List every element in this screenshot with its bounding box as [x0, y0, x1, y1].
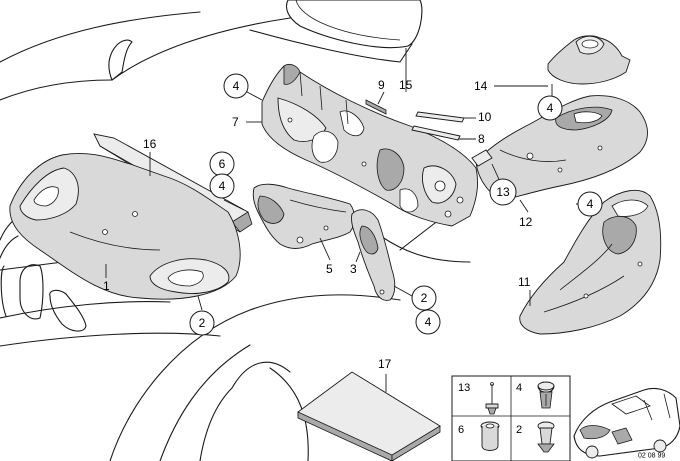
callout-8: 8 — [478, 132, 485, 146]
callout-1: 1 — [103, 279, 110, 293]
callout-9: 9 — [378, 78, 385, 92]
part-12-insulation — [471, 95, 648, 201]
callout-17: 17 — [378, 357, 392, 371]
legend-label-2: 2 — [516, 424, 522, 436]
part-5-insulation — [252, 183, 355, 249]
callout-15: 15 — [399, 78, 413, 92]
svg-text:6: 6 — [219, 157, 226, 171]
vehicle-location-icon — [573, 387, 680, 459]
callout-6: 6 — [209, 151, 235, 177]
part-11-insulation — [519, 189, 662, 335]
part-17-mat — [297, 371, 441, 461]
push-clip-icon — [537, 421, 555, 453]
callout-4-mid: 4 — [209, 173, 235, 199]
part-3-insulation — [351, 209, 396, 301]
callout-10: 10 — [478, 110, 492, 124]
spacer-sleeve-icon — [480, 421, 500, 451]
svg-text:2: 2 — [199, 316, 206, 330]
callout-4-center: 4 — [415, 309, 441, 335]
callout-5: 5 — [326, 262, 333, 276]
svg-text:2: 2 — [421, 291, 428, 305]
expanding-rivet-icon — [537, 381, 555, 409]
legend-label-6: 6 — [458, 424, 464, 436]
legend-label-4: 4 — [516, 382, 522, 394]
svg-text:4: 4 — [233, 79, 240, 93]
callout-4-top: 4 — [223, 73, 249, 99]
legend-label-13: 13 — [458, 382, 470, 394]
part-15-panel — [285, 0, 423, 49]
callout-16: 16 — [143, 137, 157, 151]
svg-text:4: 4 — [547, 101, 554, 115]
diagram-code: 02 08 99 — [638, 453, 665, 460]
callout-2-left: 2 — [189, 310, 215, 336]
svg-text:4: 4 — [587, 197, 594, 211]
part-7-bulkhead — [261, 64, 479, 227]
leader-lines — [105, 48, 598, 392]
callout-4-right-top: 4 — [537, 95, 563, 121]
callout-12: 12 — [519, 215, 533, 229]
car-body-outline — [0, 11, 471, 461]
callout-3: 3 — [350, 262, 357, 276]
seal-strips — [365, 99, 465, 141]
callout-4-right: 4 — [577, 191, 603, 217]
callout-13: 13 — [489, 178, 517, 206]
callout-14: 14 — [474, 79, 488, 93]
fastener-legend: 13 4 6 2 — [451, 375, 571, 461]
callout-11: 11 — [518, 275, 531, 289]
part-1-insulation-mat — [9, 152, 241, 300]
stud-clip-icon — [485, 382, 499, 415]
svg-text:4: 4 — [425, 315, 432, 329]
part-14-cover — [547, 35, 631, 85]
svg-text:4: 4 — [219, 179, 226, 193]
svg-text:13: 13 — [496, 185, 510, 199]
callout-2-center: 2 — [411, 285, 437, 311]
callout-7: 7 — [232, 115, 239, 129]
